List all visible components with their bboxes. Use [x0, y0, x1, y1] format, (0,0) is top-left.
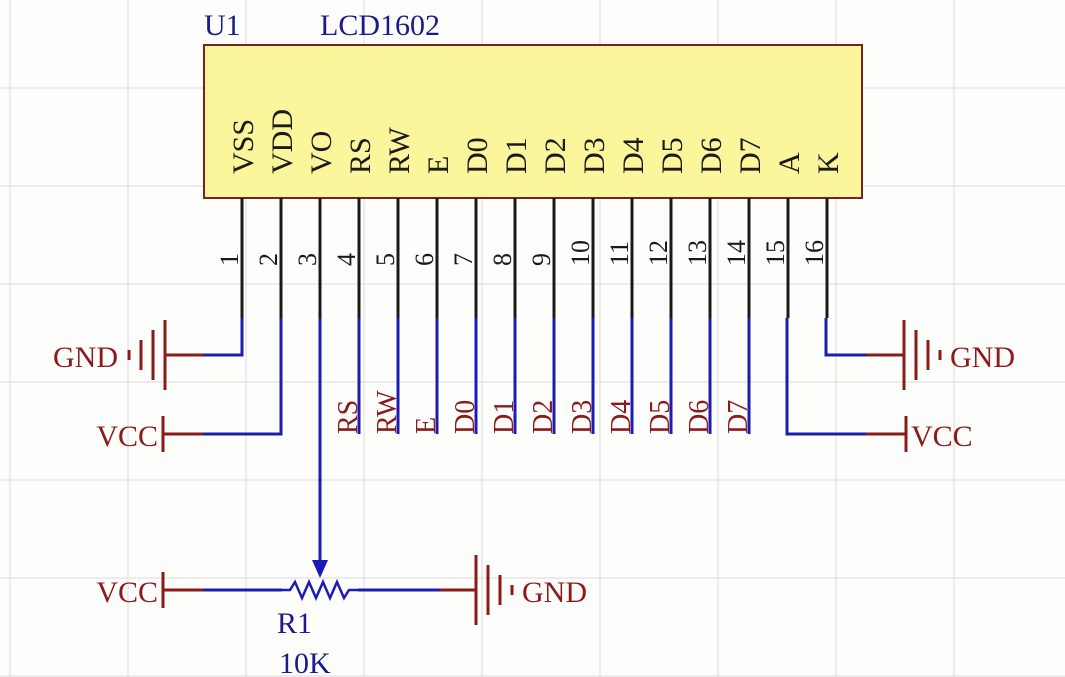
net-label[interactable]: D0: [450, 400, 481, 434]
gnd-symbol-right[interactable]: [866, 320, 942, 390]
net-wire-group: [357, 318, 751, 434]
vcc-symbol-left[interactable]: [161, 416, 203, 452]
vcc-label-left: VCC: [96, 420, 158, 453]
pin-number-label: 13: [683, 240, 712, 266]
pin-name-label: D6: [695, 137, 728, 174]
pin-number-label: 10: [566, 240, 595, 266]
pin-name-label: D0: [461, 137, 494, 174]
pin-name-label: D5: [656, 137, 689, 174]
pin-name-label: RW: [383, 127, 416, 174]
net-label[interactable]: D4: [606, 400, 637, 434]
vcc-label-pot: VCC: [96, 576, 158, 609]
pin-name-label: D3: [578, 137, 611, 174]
pin-number-label: 4: [332, 253, 361, 266]
pin-name-label: A: [773, 152, 806, 174]
pin-name-label: VO: [305, 131, 338, 174]
wiper-arrow-icon: [312, 560, 328, 578]
pin-number-label: 5: [371, 253, 400, 266]
pin-number-label: 2: [254, 253, 283, 266]
vcc-symbol-pot[interactable]: [161, 572, 203, 608]
pin-name-label: D1: [500, 137, 533, 174]
pin-name-label: E: [422, 156, 455, 174]
vcc-label-right: VCC: [911, 420, 973, 453]
net-label[interactable]: D3: [567, 400, 598, 434]
pin-number-label: 6: [410, 253, 439, 266]
pin-number-label: 7: [449, 253, 478, 266]
wire-a-vcc[interactable]: [785, 318, 866, 436]
wire-vdd-vcc[interactable]: [203, 318, 283, 436]
gnd-label-pot: GND: [522, 576, 587, 609]
lcd1602-body[interactable]: [203, 44, 863, 199]
potentiometer-symbol[interactable]: [282, 578, 358, 602]
pin-number-label: 12: [644, 240, 673, 266]
pin-name-label: RS: [344, 137, 377, 174]
gnd-symbol-pot[interactable]: [440, 555, 514, 625]
component-part-name[interactable]: LCD1602: [320, 9, 440, 42]
pin-number-label: 8: [488, 253, 517, 266]
wire-group: [203, 318, 866, 592]
pin-number-label: 14: [722, 240, 751, 266]
gnd-label-left: GND: [53, 341, 118, 374]
pin-name-label: D2: [539, 137, 572, 174]
component-designator[interactable]: U1: [204, 9, 241, 42]
net-label[interactable]: D5: [645, 400, 676, 434]
pot-designator[interactable]: R1: [277, 607, 312, 640]
net-label[interactable]: RW: [372, 390, 403, 434]
net-label[interactable]: D2: [528, 400, 559, 434]
vcc-symbol-right[interactable]: [866, 416, 908, 452]
net-label[interactable]: D6: [684, 400, 715, 434]
net-label[interactable]: D7: [723, 400, 754, 434]
pin-number-label: 11: [605, 241, 634, 266]
wire-k-gnd[interactable]: [824, 318, 866, 357]
net-label[interactable]: RS: [333, 400, 364, 434]
pot-value[interactable]: 10K: [279, 647, 331, 677]
pin-name-label: VDD: [266, 109, 299, 174]
pin-number-label: 3: [293, 253, 322, 266]
pin-number-label: 9: [527, 253, 556, 266]
pin-name-label: D4: [617, 137, 650, 174]
pin-name-label: D7: [734, 137, 767, 174]
wire-vss-gnd[interactable]: [203, 318, 244, 357]
pin-name-label: K: [812, 152, 845, 174]
pin-group: VSS 1 VDD 2 VO 3 RS 4 RW 5 E 6 D0 7 D1 8 D2 9 D3 10 D4 11 D5 12…: [215, 109, 845, 318]
gnd-symbol-left[interactable]: [127, 320, 203, 390]
pin-name-label: VSS: [227, 119, 260, 174]
gnd-label-right: GND: [950, 341, 1015, 374]
pin-number-label: 16: [800, 240, 829, 266]
pin-number-label: 15: [761, 240, 790, 266]
net-label[interactable]: E: [411, 417, 442, 434]
net-label[interactable]: D1: [489, 400, 520, 434]
pin-number-label: 1: [215, 253, 244, 266]
